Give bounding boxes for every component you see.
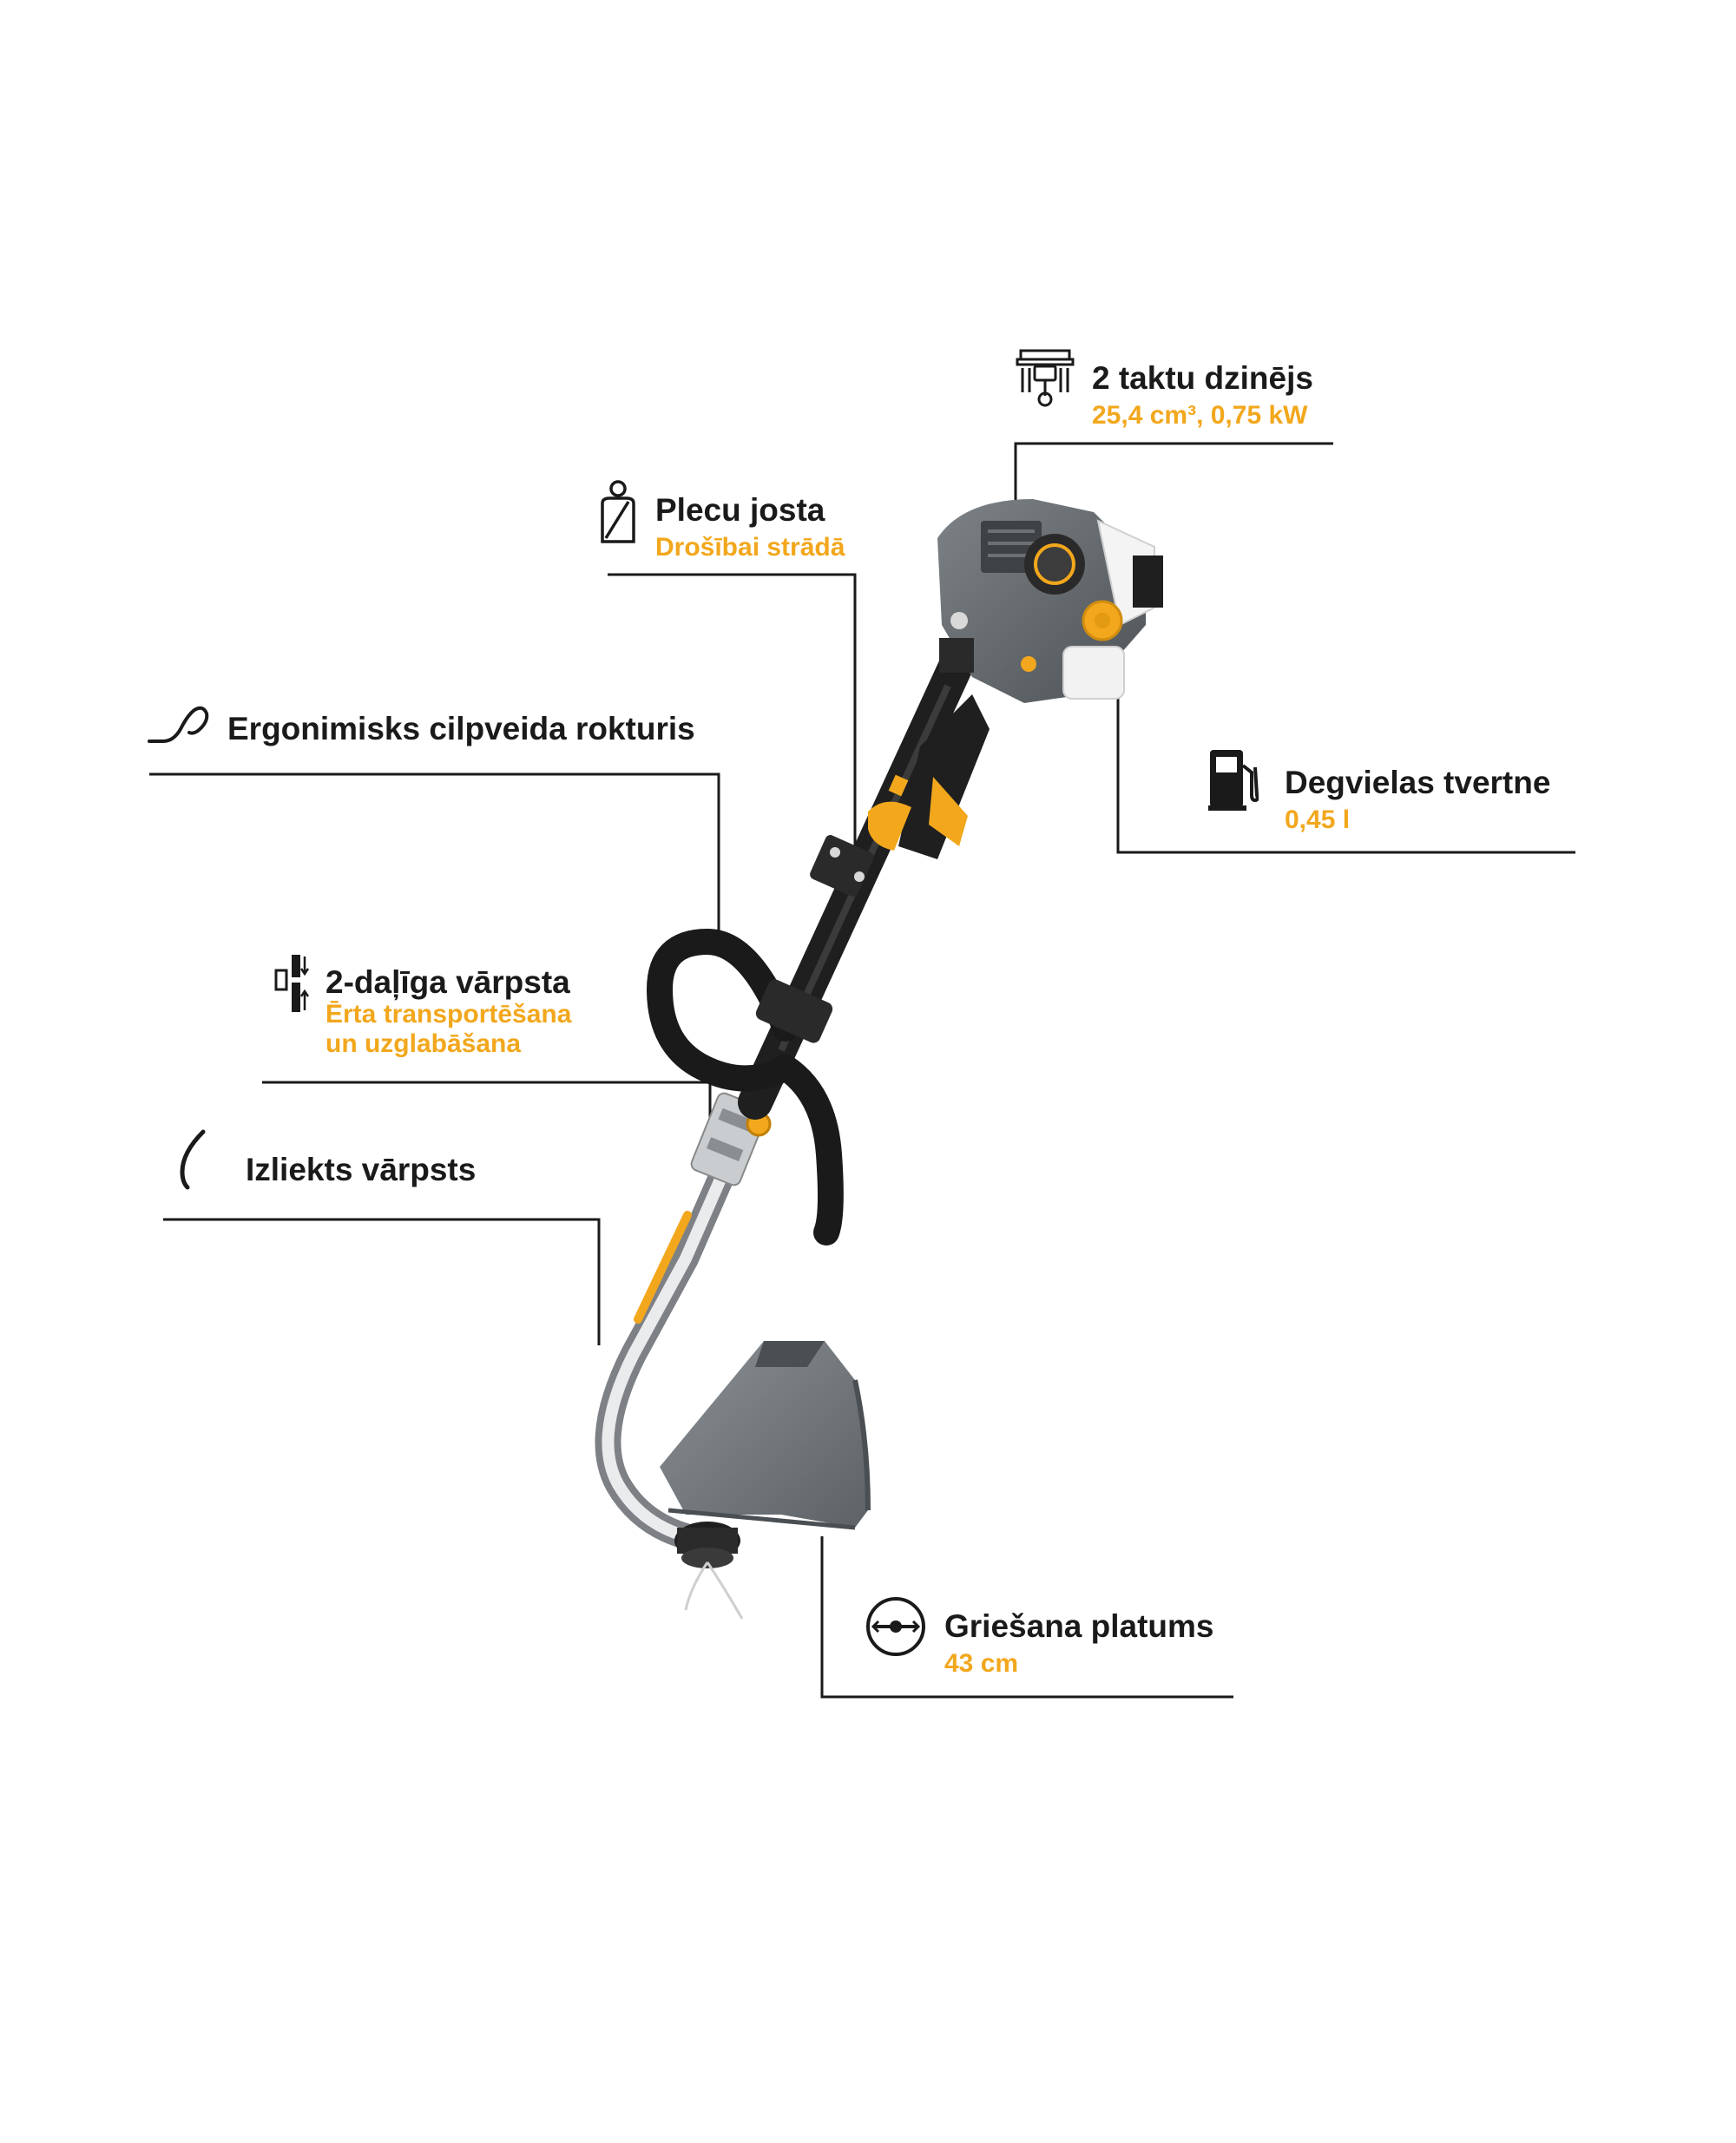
curved-shaft-leader-line (163, 1218, 601, 1345)
cutting-width-title: Griešana platums (944, 1608, 1214, 1644)
engine-title: 2 taktu dzinējs (1092, 360, 1313, 396)
cutting-width-value: 43 cm (944, 1649, 1019, 1678)
seatbelt-person-icon (597, 479, 639, 549)
handle-title: Ergonimisks cilpveida rokturis (227, 711, 695, 746)
curved-shaft-title: Izliekts vārpsts (246, 1152, 477, 1187)
engine-leader-line (1014, 442, 1333, 512)
two-part-shaft-leader-line (262, 1081, 712, 1120)
loop-handle (647, 929, 844, 1246)
engine-spec: 25,4 cm³, 0,75 kW (1092, 401, 1308, 430)
fuel-tank-capacity: 0,45 l (1285, 805, 1351, 834)
shoulder-strap-sub: Drošībai strādā (655, 533, 845, 562)
shoulder-strap-title: Plecu josta (655, 492, 825, 528)
two-part-shaft-title: 2-daļīga vārpsta (326, 964, 570, 1000)
engine-piston-icon (1016, 347, 1075, 414)
fuel-pump-icon (1208, 746, 1259, 817)
throttle-handle (868, 694, 990, 859)
handle-leader-line (149, 772, 720, 955)
loop-handle-icon (148, 703, 210, 751)
fuel-tank-leader-line (1116, 686, 1575, 854)
split-shaft-icon (274, 953, 310, 1018)
curved-shaft-icon (175, 1128, 210, 1195)
two-part-shaft-sub-2: un uzglabāšana (326, 1029, 522, 1058)
trimmer-guard (660, 1341, 871, 1530)
two-part-shaft-sub-1: Ērta transportēšana (326, 1000, 572, 1029)
fuel-tank-title: Degvielas tvertne (1285, 765, 1551, 800)
shoulder-strap-leader-line (608, 573, 857, 846)
engine-unit (937, 499, 1163, 703)
trimmer-head (674, 1522, 744, 1620)
strap-mount (810, 835, 874, 897)
cutting-width-leader-line (820, 1536, 1233, 1699)
cutting-width-icon (865, 1595, 927, 1662)
